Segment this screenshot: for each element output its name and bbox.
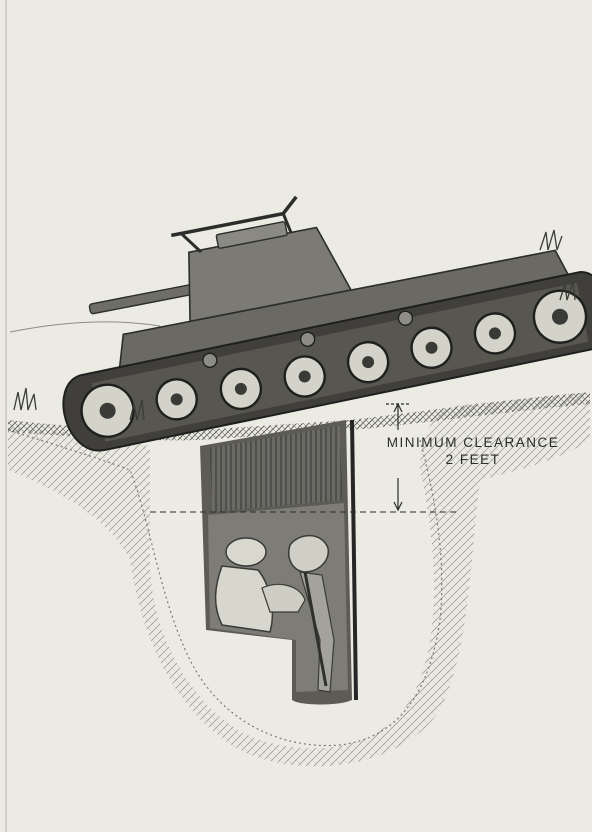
clearance-label-line1: MINIMUM CLEARANCE (386, 435, 560, 450)
grass-tufts (13, 229, 576, 421)
soldier-figure (214, 534, 335, 693)
earth-hatching (8, 392, 590, 767)
horizon-line (9, 321, 161, 333)
foxhole-upper-wall (210, 426, 342, 512)
clearance-annotation: MINIMUM CLEARANCE 2 FEET (368, 434, 578, 468)
clearance-dimension-arrow (386, 402, 410, 512)
foxhole-wall-edge (350, 419, 358, 701)
tank (62, 195, 592, 452)
clearance-label-line2: 2 FEET (445, 452, 501, 467)
